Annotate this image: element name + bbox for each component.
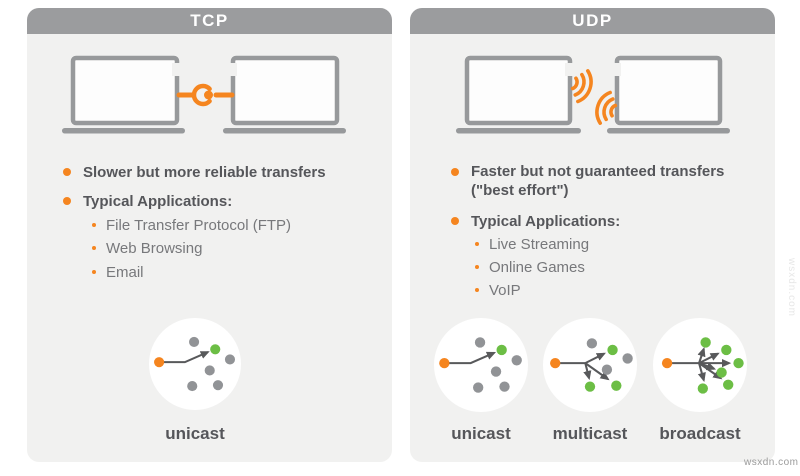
bullet-dot-icon — [63, 168, 71, 176]
udp-app-item: VoIP — [475, 281, 521, 299]
wireless-signal-icon — [595, 90, 618, 125]
bullet-dot-icon — [451, 217, 459, 225]
unicast-diagram — [434, 318, 528, 412]
tcp-bullet-reliability: Slower but more reliable transfers — [63, 163, 326, 181]
tcp-bullet-applications: Typical Applications: — [63, 192, 232, 210]
udp-bullet-applications: Typical Applications: — [451, 212, 620, 230]
tcp-wired-illustration — [62, 55, 346, 134]
multicast-diagram — [543, 318, 637, 412]
laptop-icon — [223, 55, 346, 134]
tcp-app-item: Email — [92, 263, 144, 281]
sub-bullet-dot-icon — [92, 223, 96, 227]
bullet-dot-icon — [451, 168, 459, 176]
sub-bullet-dot-icon — [475, 242, 479, 246]
udp-app-games: Online Games — [489, 258, 585, 276]
tcp-bullet-reliability-text: Slower but more reliable transfers — [83, 163, 326, 181]
tcp-app-web: Web Browsing — [106, 239, 203, 257]
udp-bullet-speed-line1: Faster but not guaranteed transfers — [471, 163, 725, 180]
laptop-icon — [62, 55, 185, 134]
udp-bullet-applications-text: Typical Applications: — [471, 212, 621, 230]
udp-app-voip: VoIP — [489, 281, 521, 299]
udp-title: UDP — [572, 11, 613, 30]
sub-bullet-dot-icon — [92, 270, 96, 274]
udp-app-item: Online Games — [475, 258, 585, 276]
udp-app-item: Live Streaming — [475, 235, 589, 253]
udp-panel: UDP — [410, 8, 775, 462]
wireless-signal-icon — [570, 69, 593, 104]
tcp-app-ftp: File Transfer Protocol (FTP) — [106, 216, 292, 234]
wired-connection-icon — [176, 83, 235, 107]
broadcast-label: broadcast — [659, 424, 741, 443]
unicast-label: unicast — [165, 424, 225, 443]
udp-header: UDP — [410, 8, 775, 34]
tcp-title: TCP — [190, 11, 229, 30]
sub-bullet-dot-icon — [92, 246, 96, 250]
watermark-right-edge: wsxdn.com — [786, 258, 797, 318]
watermark-bottom-right: wsxdn.com — [744, 457, 799, 468]
tcp-bullet-applications-text: Typical Applications: — [83, 192, 233, 210]
multicast-label: multicast — [552, 424, 628, 443]
tcp-app-item: File Transfer Protocol (FTP) — [92, 216, 291, 234]
udp-bullet-speed: Faster but not guaranteed transfers ("bes… — [451, 162, 724, 200]
unicast-label: unicast — [451, 424, 511, 443]
laptop-icon — [456, 55, 581, 134]
udp-app-streaming: Live Streaming — [489, 235, 590, 253]
tcp-app-email: Email — [106, 263, 144, 281]
sub-bullet-dot-icon — [475, 265, 479, 269]
bullet-dot-icon — [63, 197, 71, 205]
sub-bullet-dot-icon — [475, 288, 479, 292]
udp-bullet-speed-line2: ("best effort") — [471, 182, 569, 199]
udp-wireless-illustration — [456, 55, 730, 134]
udp-bullet-speed-text: Faster but not guaranteed transfers ("bes… — [471, 162, 724, 200]
laptop-icon — [607, 55, 730, 134]
unicast-diagram — [149, 318, 241, 410]
broadcast-diagram — [653, 318, 747, 412]
tcp-app-item: Web Browsing — [92, 239, 202, 257]
tcp-panel: TCP Slower b — [27, 8, 392, 462]
tcp-header: TCP — [27, 8, 392, 34]
